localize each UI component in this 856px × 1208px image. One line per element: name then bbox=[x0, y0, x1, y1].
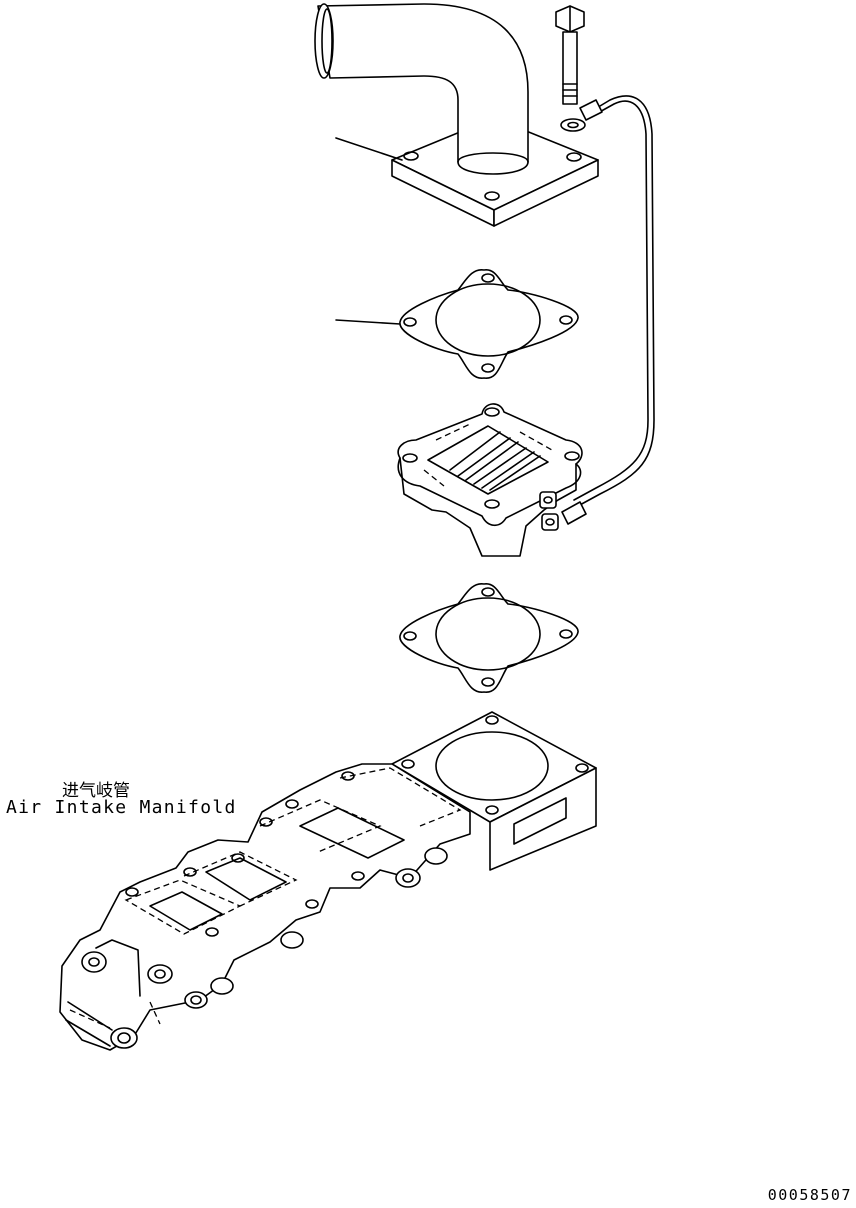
gasket-upper bbox=[400, 270, 578, 378]
part-name-chinese: 进气岐管 bbox=[62, 781, 130, 801]
drawing-number: 00058507 bbox=[767, 1186, 852, 1204]
elbow-pipe-flange bbox=[315, 4, 598, 226]
washer bbox=[561, 119, 585, 131]
leader-line-flange bbox=[336, 138, 402, 160]
gasket-lower bbox=[400, 584, 578, 692]
air-intake-manifold bbox=[60, 712, 596, 1050]
intake-air-heater bbox=[398, 404, 582, 556]
heater-wire bbox=[562, 96, 654, 524]
hex-bolt bbox=[556, 6, 584, 104]
part-name-english: Air Intake Manifold bbox=[6, 797, 237, 818]
leader-line-gasket bbox=[336, 320, 400, 324]
